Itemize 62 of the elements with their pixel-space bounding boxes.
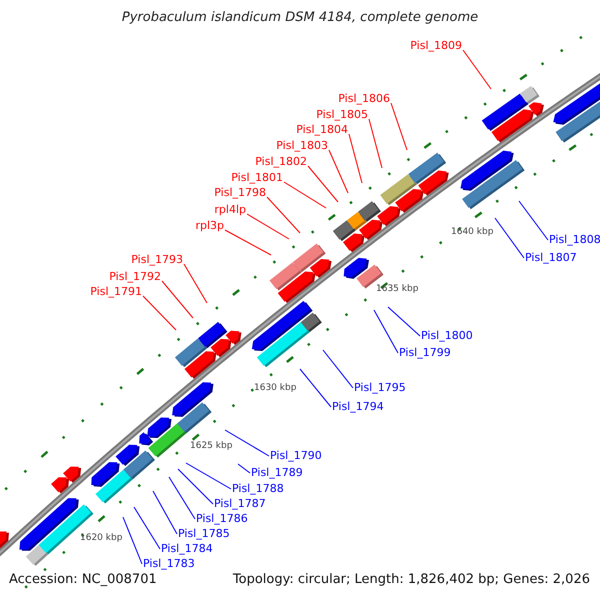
gene-label: Pisl_1804 (296, 123, 348, 137)
scale-label: 1635 kbp (376, 283, 418, 296)
leader-line (224, 230, 272, 256)
gene-label: Pisl_1785 (178, 527, 230, 541)
leader-line (322, 350, 354, 388)
accession-text: Accession: NC_008701 (9, 573, 157, 586)
gene-label: Pisl_1784 (161, 542, 213, 556)
diagram-title: Pyrobaculum islandicum DSM 4184, complete genome (120, 9, 480, 27)
leader-line (348, 134, 362, 184)
leader-line (308, 166, 338, 202)
scale-label: 1640 kbp (451, 226, 494, 239)
gene-label: Pisl_1802 (255, 155, 307, 169)
leader-line (246, 214, 290, 240)
gene-label: Pisl_1789 (251, 466, 303, 480)
gene-label: Pisl_1806 (338, 92, 390, 106)
leader-line (178, 468, 214, 504)
gene-label: rpl4lp (214, 203, 246, 217)
leader-line (284, 182, 326, 208)
gene-label: Pisl_1795 (354, 381, 406, 395)
gene-label: rpl3p (195, 219, 224, 233)
leader-line (388, 306, 420, 336)
scale-label: 1630 kbp (254, 382, 296, 395)
leader-line (390, 102, 408, 150)
gene-label: Pisl_1799 (399, 346, 451, 360)
leader-line (300, 368, 332, 408)
leader-line (238, 464, 250, 474)
gene-label: Pisl_1786 (196, 512, 248, 526)
leader-line (122, 516, 142, 564)
gene-label: Pisl_1788 (232, 482, 284, 496)
leader-line (152, 490, 178, 534)
leader-line (186, 462, 232, 490)
gene-label: Pisl_1809 (410, 39, 462, 53)
leader-line (168, 476, 196, 520)
gene-label: Pisl_1801 (231, 171, 283, 185)
leader-line (368, 118, 382, 168)
gene-label: Pisl_1791 (90, 285, 142, 299)
scale-label: 1620 kbp (80, 532, 122, 545)
gene-label: Pisl_1790 (270, 449, 322, 463)
leader-line (328, 150, 348, 194)
gene-label: Pisl_1805 (316, 108, 368, 122)
leader-line (518, 200, 548, 240)
gene-label: Pisl_1793 (131, 253, 183, 267)
leader-line (224, 430, 270, 456)
gene-label: Pisl_1803 (276, 139, 328, 153)
leader-line (142, 296, 176, 330)
gene-label: Pisl_1787 (214, 497, 266, 511)
gene-label: Pisl_1794 (332, 400, 384, 414)
leader-line (162, 280, 194, 318)
gene-label: Pisl_1792 (109, 270, 161, 284)
leader-line (266, 196, 300, 234)
gene-label: Pisl_1808 (549, 233, 600, 247)
genome-stats-text: Topology: circular; Length: 1,826,402 bp; Genes: 2,026 (232, 573, 590, 586)
scale-label: 1625 kbp (190, 440, 232, 453)
gene-label: Pisl_1798 (214, 186, 266, 200)
gene-label: Pisl_1800 (421, 329, 473, 343)
leader-line (184, 264, 208, 304)
gene-label: Pisl_1807 (525, 251, 577, 265)
leader-line (462, 50, 492, 90)
leader-line (374, 310, 398, 354)
leader-line (134, 506, 160, 550)
gene-label: Pisl_1783 (143, 557, 195, 571)
leader-line (494, 218, 524, 258)
